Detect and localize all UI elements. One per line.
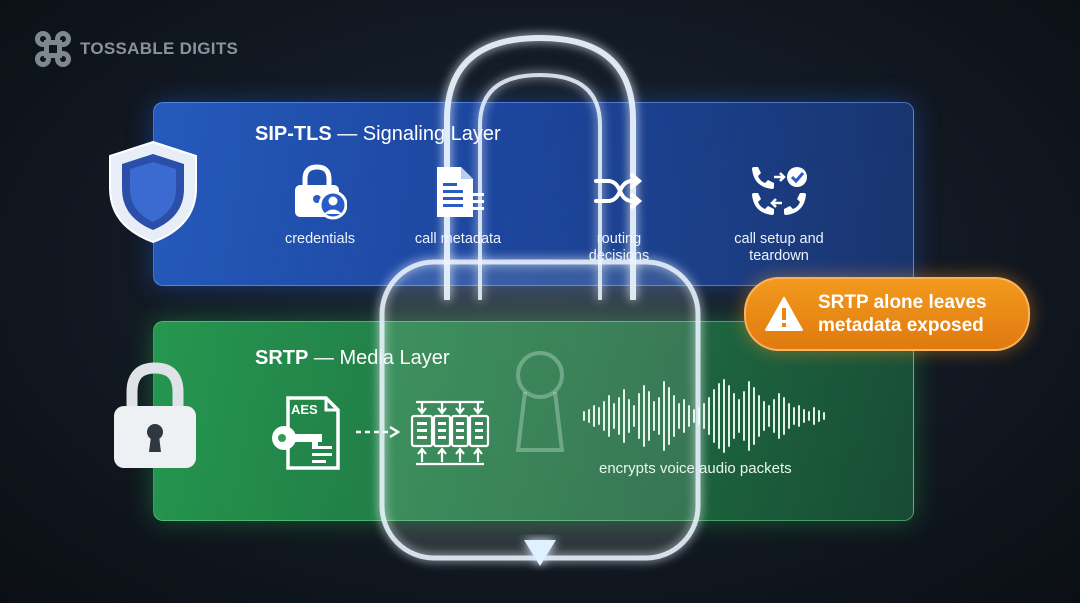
warning-text: SRTP alone leaves metadata exposed	[818, 291, 987, 337]
feature-routing-decisions-label: routing decisions	[572, 231, 666, 265]
document-list-icon	[437, 167, 484, 217]
call-transfer-icon	[752, 167, 807, 215]
shuffle-icon	[594, 173, 643, 209]
feature-call-metadata: call metadata	[402, 163, 514, 248]
signaling-title-rest: — Signaling Layer	[331, 123, 501, 145]
routing-label-line2: decisions	[588, 248, 650, 264]
brand: TOSSABLE DIGITS	[34, 30, 238, 68]
warning-triangle-icon	[765, 297, 803, 331]
feature-call-setup-label: call setup and teardown	[722, 231, 836, 265]
feature-call-metadata-label: call metadata	[414, 231, 502, 247]
shield-icon	[109, 140, 197, 244]
signaling-layer-title: SIP-TLS — Signaling Layer	[255, 123, 501, 146]
media-title-bold: SRTP	[255, 347, 309, 369]
feature-credentials-label: credentials	[284, 231, 356, 247]
aes-label: AES	[291, 402, 318, 417]
packet-blocks-icon	[410, 400, 490, 466]
warning-badge: SRTP alone leaves metadata exposed	[744, 277, 1030, 351]
padlock-icon	[114, 362, 196, 468]
dashed-arrow-icon	[356, 425, 401, 439]
media-layer-title: SRTP — Media Layer	[255, 347, 450, 370]
feature-routing-decisions: routing decisions	[572, 163, 666, 265]
signaling-title-bold: SIP-TLS	[255, 123, 332, 145]
command-key-icon	[35, 31, 71, 67]
brand-name: TOSSABLE DIGITS	[80, 39, 239, 58]
warning-line1: SRTP alone leaves	[818, 292, 987, 313]
feature-call-setup: call setup and teardown	[722, 163, 836, 265]
call-setup-label-line1: call setup and	[734, 231, 824, 247]
media-caption: encrypts voice audio packets	[599, 460, 792, 477]
call-setup-label-line2: teardown	[749, 248, 809, 264]
audio-waveform-icon	[583, 379, 825, 453]
aes-key-document-icon	[272, 396, 340, 470]
lock-user-icon	[295, 164, 347, 220]
warning-line2: metadata exposed	[818, 315, 984, 336]
media-title-rest: — Media Layer	[308, 347, 450, 369]
feature-credentials: credentials	[270, 163, 370, 248]
routing-label-line1: routing	[596, 231, 642, 247]
